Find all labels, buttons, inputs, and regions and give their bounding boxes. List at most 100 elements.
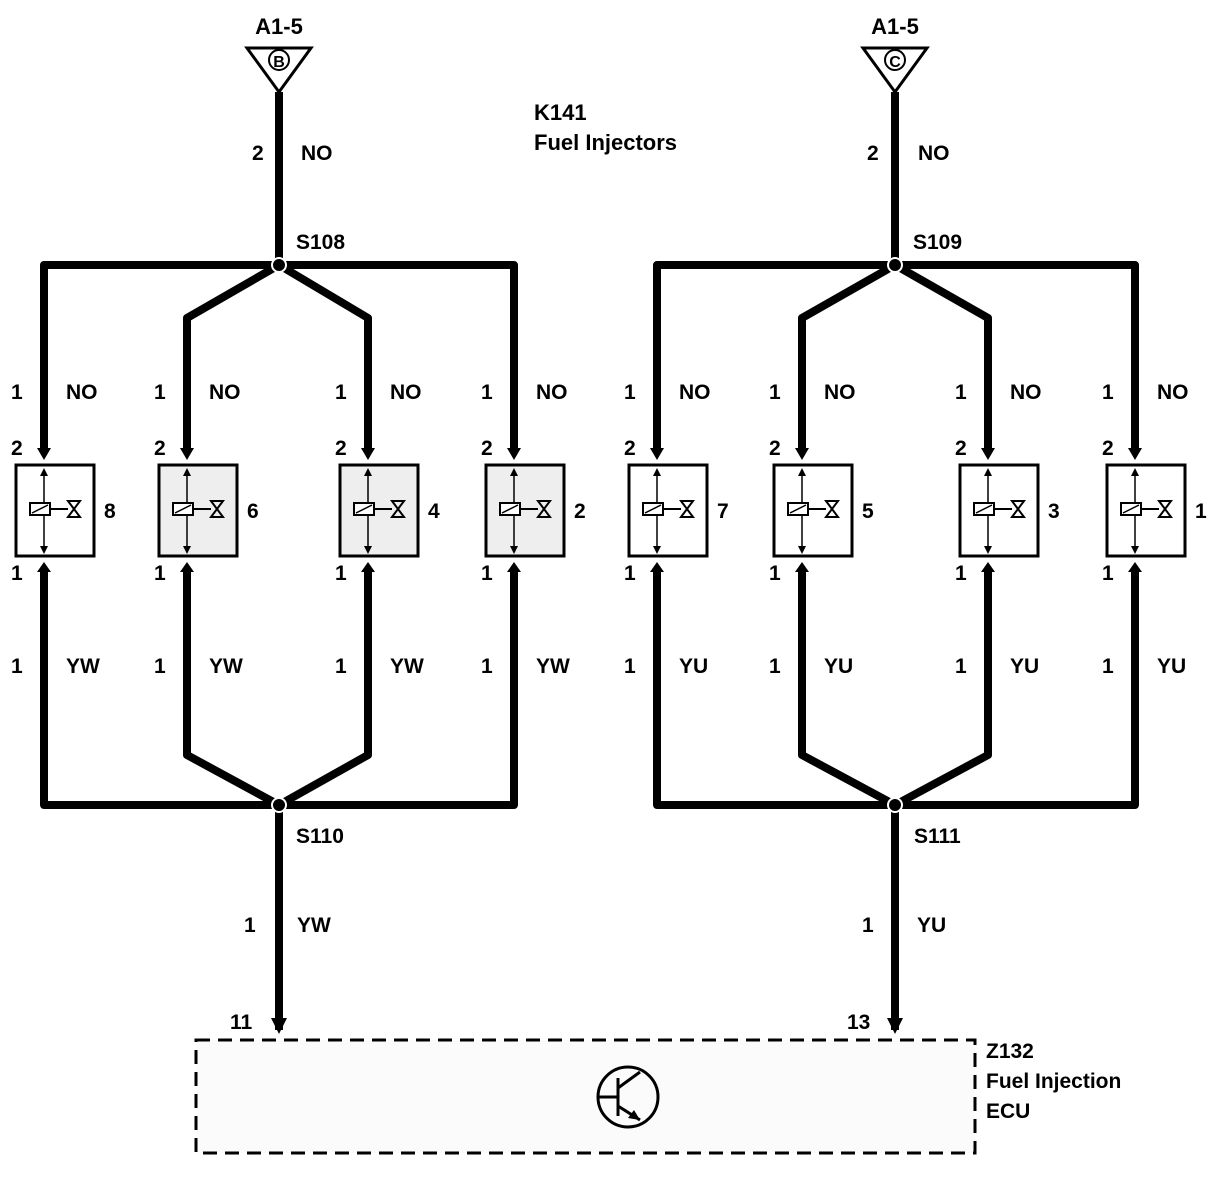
fuel-injection-ecu: 11 13 Z132 Fuel Injection ECU: [194, 1011, 1121, 1155]
connector-pin-circle-icon: [884, 49, 906, 71]
component-name: Fuel Injectors: [534, 130, 677, 155]
return-wire-color: YU: [917, 914, 946, 937]
top-harness-left: [40, 261, 518, 452]
bottom-wire-color: YW: [209, 655, 243, 678]
ecu-id: Z132: [986, 1040, 1034, 1063]
connector-label: A1-5: [255, 14, 303, 39]
bottom-wire-pin: 1: [11, 655, 23, 678]
feed-wire-pin: 2: [867, 142, 879, 165]
top-wire-color: NO: [1157, 381, 1189, 404]
injector-bottom-pin: 1: [481, 562, 493, 585]
injector-number: 2: [574, 500, 586, 523]
injector-solenoid-icon: [353, 468, 406, 554]
ecu-pin-arrow-icon: [887, 1018, 903, 1034]
top-harness-right: [653, 261, 1139, 452]
connector-a1-5-b: A1-5 B: [244, 14, 314, 95]
top-wire-pin: 1: [1102, 381, 1114, 404]
connector-arrow-icon: [981, 448, 995, 460]
ecu-pin: 13: [847, 1011, 870, 1034]
connector-pin: C: [889, 54, 901, 71]
ecu-pin: 11: [230, 1011, 253, 1034]
top-wire-pin: 1: [11, 381, 23, 404]
ecu-name-line1: Fuel Injection: [986, 1070, 1121, 1093]
bottom-harness-left: [40, 572, 518, 809]
top-wire-pin: 1: [481, 381, 493, 404]
injector-box: [1105, 463, 1187, 558]
ecu-name-line2: ECU: [986, 1100, 1030, 1123]
feed-wire-color: NO: [918, 142, 950, 165]
return-wire-color: YW: [297, 914, 331, 937]
connector-pin-circle-icon: [268, 49, 290, 71]
bottom-wire-color: YW: [66, 655, 100, 678]
bottom-wire-color: YU: [824, 655, 853, 678]
bottom-wire-pin: 1: [1102, 655, 1114, 678]
feed-wire-pin: 2: [252, 142, 264, 165]
bottom-wire-pin: 1: [624, 655, 636, 678]
connector-label: A1-5: [871, 14, 919, 39]
top-wire-color: NO: [209, 381, 241, 404]
top-wire-color: NO: [824, 381, 856, 404]
injector-bottom-pin: 1: [1102, 562, 1114, 585]
injector-number: 7: [717, 500, 729, 523]
connector-arrow-icon: [361, 562, 375, 572]
injector-bottom-pin: 1: [335, 562, 347, 585]
connector-arrow-icon: [795, 562, 809, 572]
injector-top-pin: 2: [624, 437, 636, 460]
splice-label: S109: [913, 231, 962, 254]
connector-arrow-icon: [507, 448, 521, 460]
connector-a1-5-c: A1-5 C: [860, 14, 930, 95]
injector-number: 6: [247, 500, 259, 523]
bottom-harness-right: [653, 572, 1139, 809]
injector-box: [338, 463, 420, 558]
injector-solenoid-icon: [499, 468, 552, 554]
injector-box: [627, 463, 709, 558]
injector-top-pin: 2: [955, 437, 967, 460]
bottom-wire-pin: 1: [769, 655, 781, 678]
connector-arrow-icon: [361, 448, 375, 460]
bottom-wire-pin: 1: [335, 655, 347, 678]
connector-arrow-icon: [1128, 562, 1142, 572]
injector-number: 5: [862, 500, 874, 523]
injector-number: 1: [1195, 500, 1207, 523]
splice-label: S108: [296, 231, 345, 254]
connector-arrow-icon: [507, 562, 521, 572]
injector-box: [157, 463, 239, 558]
connector-arrow-icon: [795, 448, 809, 460]
injector-top-pin: 2: [769, 437, 781, 460]
top-wire-pin: 1: [335, 381, 347, 404]
injector-box: [484, 463, 566, 558]
injector-top-pin: 2: [11, 437, 23, 460]
feed-wire-color: NO: [301, 142, 333, 165]
splice-dot-s111: [887, 797, 903, 813]
connector-pin: B: [273, 54, 285, 71]
return-wire-pin: 1: [862, 914, 874, 937]
bottom-wire-color: YW: [390, 655, 424, 678]
injector-top-pin: 2: [335, 437, 347, 460]
injector-bottom-pin: 1: [955, 562, 967, 585]
ecu-outline: [194, 1038, 977, 1155]
bottom-wire-color: YU: [679, 655, 708, 678]
top-wire-color: NO: [390, 381, 422, 404]
component-id: K141: [534, 100, 587, 125]
injector-bottom-pin: 1: [154, 562, 166, 585]
injector-box: [772, 463, 854, 558]
connector-arrow-icon: [180, 448, 194, 460]
bottom-wire-pin: 1: [955, 655, 967, 678]
injector-solenoid-icon: [642, 468, 695, 554]
top-wire-pin: 1: [624, 381, 636, 404]
connector-arrow-icon: [981, 562, 995, 572]
splice-label: S110: [296, 825, 344, 848]
top-wire-pin: 1: [154, 381, 166, 404]
top-wire-pin: 1: [955, 381, 967, 404]
connector-arrow-icon: [1128, 448, 1142, 460]
injector-bottom-pin: 1: [11, 562, 23, 585]
splice-dot-s110: [271, 797, 287, 813]
top-wire-color: NO: [1010, 381, 1042, 404]
connector-arrow-icon: [37, 562, 51, 572]
